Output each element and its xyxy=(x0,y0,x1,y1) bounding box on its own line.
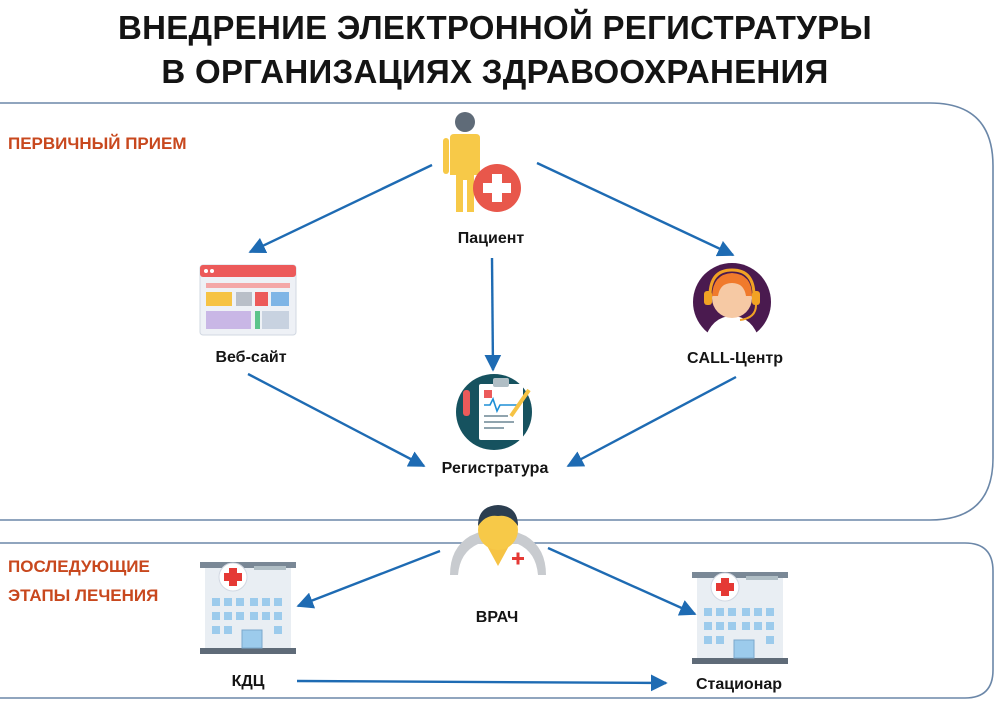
section-label-followup-line-2: ЭТАПЫ ЛЕЧЕНИЯ xyxy=(8,586,159,605)
title-line-2: В ОРГАНИЗАЦИЯХ ЗДРАВООХРАНЕНИЯ xyxy=(161,53,829,90)
section-label-followup-line-1: ПОСЛЕДУЮЩИЕ xyxy=(8,557,150,576)
node-label-registry: Регистратура xyxy=(441,460,549,477)
arrow-website-to-registry xyxy=(247,372,426,468)
arrow-call-center-to-registry xyxy=(566,375,737,468)
followup-section-frame xyxy=(0,542,994,699)
patient-figure-icon xyxy=(443,112,521,212)
node-label-patient: Пациент xyxy=(457,230,525,247)
section-label-primary: ПЕРВИЧНЫЙ ПРИЕМ xyxy=(8,134,187,153)
node-label-call-center: CALL-Центр xyxy=(686,350,784,367)
section-label-followup: ПОСЛЕДУЮЩИЕ ЭТАПЫ ЛЕЧЕНИЯ xyxy=(8,555,158,607)
web-page-icon xyxy=(199,264,297,336)
medical-clipboard-icon xyxy=(456,374,532,450)
doctor-avatar-icon xyxy=(450,505,546,575)
call-center-operator-icon xyxy=(693,263,771,341)
clinic-building-icon xyxy=(200,562,296,654)
node-label-hospital: Стационар xyxy=(695,676,783,693)
node-label-doctor: ВРАЧ xyxy=(475,609,519,626)
page-title: ВНЕДРЕНИЕ ЭЛЕКТРОННОЙ РЕГИСТРАТУРЫ В ОРГ… xyxy=(0,6,990,94)
title-line-1: ВНЕДРЕНИЕ ЭЛЕКТРОННОЙ РЕГИСТРАТУРЫ xyxy=(117,9,873,46)
arrow-patient-to-call-center xyxy=(536,161,735,257)
primary-section-frame xyxy=(0,102,994,521)
arrow-doctor-to-kdc xyxy=(296,549,441,609)
hospital-building-icon xyxy=(692,572,788,664)
arrow-kdc-to-hospital xyxy=(296,674,668,692)
arrow-patient-to-website xyxy=(248,163,433,254)
node-label-kdc: КДЦ xyxy=(231,673,265,690)
arrow-doctor-to-hospital xyxy=(547,546,697,616)
arrow-patient-to-registry xyxy=(484,257,502,372)
node-label-website: Веб-сайт xyxy=(215,349,287,366)
